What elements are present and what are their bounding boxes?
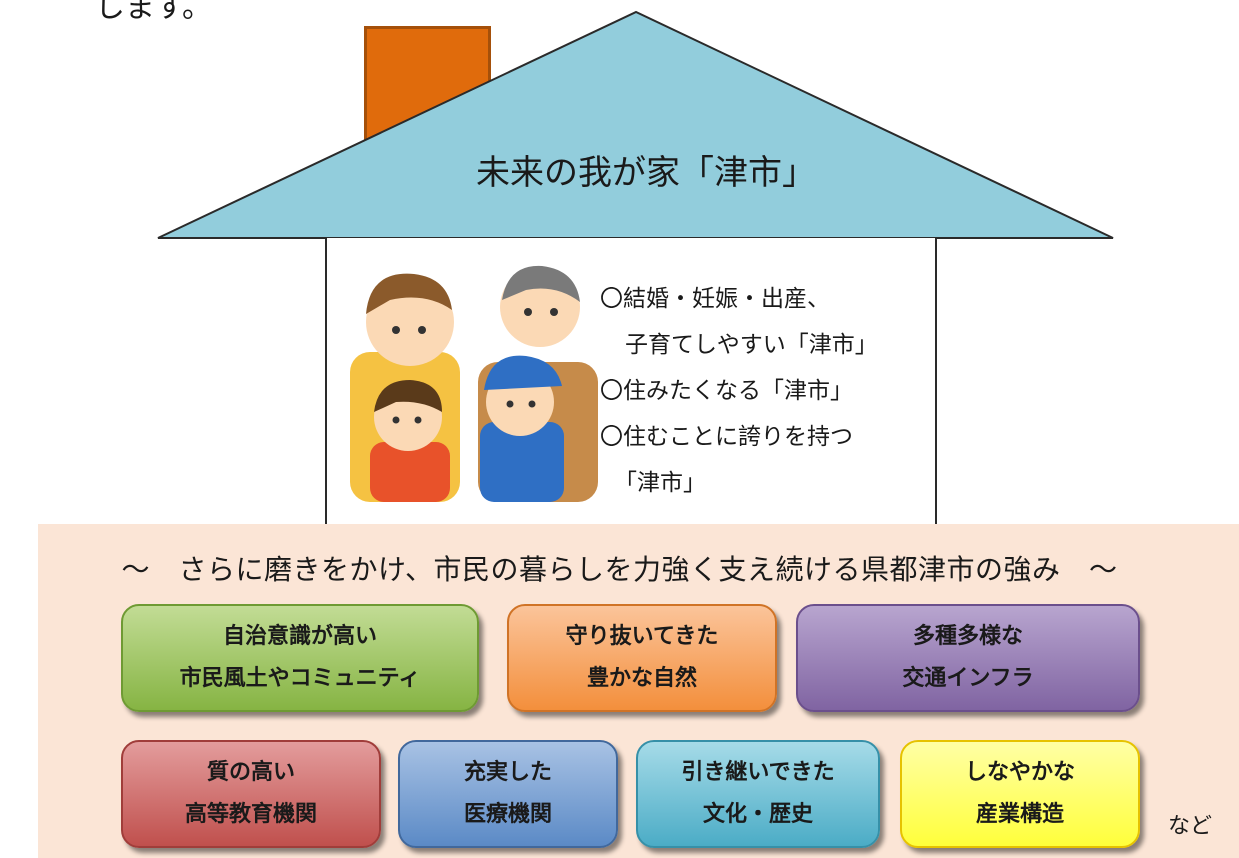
goal-item: 〇結婚・妊娠・出産、	[600, 286, 830, 312]
strength-tile-industry: しなやかな 産業構造	[900, 740, 1140, 848]
goal-item: 子育てしやすい「津市」	[625, 332, 878, 358]
father-eye	[524, 308, 532, 316]
tile-line: 多種多様な	[912, 624, 1023, 649]
roof-triangle	[157, 10, 1114, 239]
etc-suffix: など	[1168, 814, 1213, 839]
tile-line: 産業構造	[975, 802, 1064, 827]
tile-line: 自治意識が高い	[222, 624, 377, 649]
father-eye	[550, 308, 558, 316]
tile-line: しなやかな	[964, 760, 1075, 785]
boy-cap	[484, 355, 562, 390]
goal-item: 〇住むことに誇りを持つ	[600, 424, 853, 450]
strength-tile-nature: 守り抜いてきた 豊かな自然	[507, 604, 777, 712]
mother-eye	[418, 326, 426, 334]
boy-eye	[528, 400, 536, 408]
tile-line: 豊かな自然	[586, 666, 697, 691]
tile-line: 交通インフラ	[902, 666, 1034, 691]
girl-hair	[374, 380, 442, 412]
mother-eye	[392, 326, 400, 334]
girl-body	[370, 442, 450, 502]
boy-body	[480, 422, 564, 502]
tile-line: 高等教育機関	[184, 802, 317, 827]
tile-line: 質の高い	[206, 760, 295, 785]
strength-tile-medical: 充実した 医療機関	[398, 740, 618, 848]
girl-eye	[414, 416, 422, 424]
tile-line: 充実した	[463, 760, 552, 785]
girl-eye	[392, 416, 400, 424]
tile-line: 医療機関	[463, 802, 552, 827]
tile-line: 市民風土やコミュニティ	[179, 666, 421, 691]
intro-text-fragment: します。	[95, 0, 212, 25]
house-title: 未来の我が家「津市」	[476, 153, 816, 193]
strength-tile-culture: 引き継いできた 文化・歴史	[636, 740, 880, 848]
father-hair	[502, 265, 580, 302]
house-roof	[157, 10, 1114, 239]
goal-item: 〇住みたくなる「津市」	[600, 378, 853, 404]
mother-hair	[366, 273, 452, 314]
family-illustration	[350, 265, 598, 502]
tile-line: 守り抜いてきた	[565, 624, 719, 649]
strengths-heading: ～ さらに磨きをかけ、市民の暮らしを力強く支え続ける県都津市の強み ～	[121, 553, 1118, 586]
strength-tile-transport: 多種多様な 交通インフラ	[796, 604, 1140, 712]
goal-item: 「津市」	[614, 470, 706, 496]
boy-eye	[506, 400, 514, 408]
strength-tile-education: 質の高い 高等教育機関	[121, 740, 381, 848]
strength-tile-community: 自治意識が高い 市民風土やコミュニティ	[121, 604, 479, 712]
tile-line: 文化・歴史	[702, 802, 813, 827]
tile-line: 引き継いできた	[681, 760, 835, 785]
